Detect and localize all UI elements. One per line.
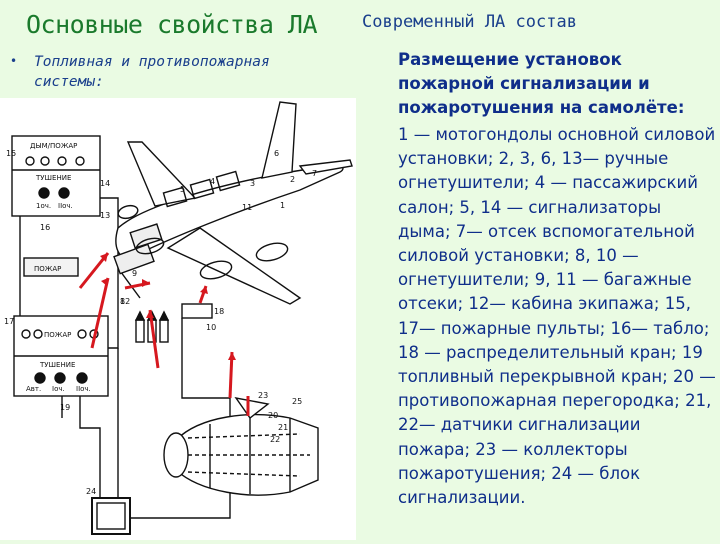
callout-22: 22	[270, 435, 280, 444]
bottom-panel-label-1: Авт.	[26, 385, 41, 393]
top-fire-panel	[11, 135, 101, 217]
right-body: 1 — мотогондолы основной силовой установ…	[398, 125, 716, 508]
callout-18: 18	[214, 307, 224, 316]
callout-12: 12	[120, 297, 130, 306]
callout-6: 6	[274, 149, 279, 158]
diagram-svg: ДЫМ/ПОЖАР ТУШЕНИЕ 1оч. IIоч. ПОЖАР ТУШЕН…	[4, 101, 353, 535]
callout-9: 9	[132, 269, 137, 278]
aircraft-fire-system-diagram: ДЫМ/ПОЖАР ТУШЕНИЕ 1оч. IIоч. ПОЖАР ТУШЕН…	[0, 98, 356, 540]
callout-5: 5	[180, 185, 185, 194]
callout-13: 13	[100, 211, 110, 220]
callout-4: 4	[210, 177, 215, 186]
top-panel-label-2: IIоч.	[58, 202, 73, 210]
callout-16: 16	[40, 223, 50, 232]
bottom-panel-label-3: IIоч.	[76, 385, 91, 393]
top-panel-label-1: 1оч.	[36, 202, 51, 210]
callout-24: 24	[86, 487, 96, 496]
callout-23: 23	[258, 391, 268, 400]
callout-25: 25	[292, 397, 302, 406]
left-caption: Топливная и противопожарная системы:	[34, 54, 270, 90]
bottom-panel-label-2: Iоч.	[52, 385, 65, 393]
right-heading: Размещение установок пожарной сигнализац…	[398, 50, 685, 117]
callout-19: 19	[60, 403, 70, 412]
callout-8: 8	[120, 297, 125, 306]
bullet-marker: •	[10, 54, 18, 68]
bottom-panel-sub: ТУШЕНИЕ	[39, 361, 75, 369]
callout-3: 3	[250, 179, 255, 188]
bottom-panel-header: ПОЖАР	[44, 331, 71, 339]
callout-17: 17	[4, 317, 14, 326]
callout-15: 15	[6, 149, 16, 158]
callout-7: 7	[312, 169, 317, 178]
callout-20: 20	[268, 411, 278, 420]
callout-11: 11	[242, 203, 252, 212]
callout-1: 1	[280, 201, 285, 210]
top-panel-sub: ТУШЕНИЕ	[35, 174, 71, 182]
callout-21: 21	[278, 423, 288, 432]
callout-2: 2	[290, 175, 295, 184]
slide-subtitle: Современный ЛА состав	[362, 12, 577, 32]
fire-warning-box	[23, 257, 79, 277]
callout-14: 14	[100, 179, 110, 188]
top-panel-header: ДЫМ/ПОЖАР	[30, 142, 77, 150]
signal-block	[91, 497, 131, 535]
fire-box-label: ПОЖАР	[34, 265, 61, 273]
callout-10: 10	[206, 323, 216, 332]
slide-title: Основные свойства ЛА	[26, 10, 318, 39]
